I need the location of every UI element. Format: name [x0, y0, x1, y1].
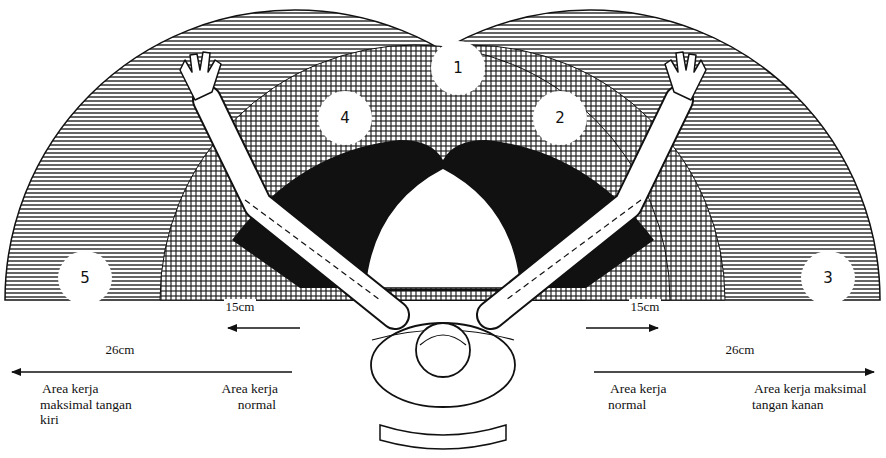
callout-circle: 2 [533, 91, 587, 145]
area-label-box: Area kerja maksimal tangan kanan [752, 381, 872, 412]
callout-circle: 3 [801, 251, 855, 305]
dimension-label: 15cm [224, 299, 257, 314]
callout-number: 1 [453, 59, 463, 77]
area-label: Area kerja normal [608, 381, 667, 412]
dimension-label: 26cm [104, 342, 137, 357]
callout-circle: 1 [431, 41, 485, 95]
dimension-label-box: 15cm [205, 300, 275, 315]
area-label: Area kerja maksimal tangan kanan [752, 381, 866, 412]
callout-number: 3 [823, 269, 833, 287]
area-label-box: Area kerja normal [608, 381, 698, 412]
callout-circle: 5 [58, 251, 112, 305]
callout-circle: 4 [318, 91, 372, 145]
callout-number: 4 [340, 109, 350, 127]
dimension-label: 15cm [629, 299, 662, 314]
callout-number: 5 [80, 269, 90, 287]
dimension-label-box: 15cm [610, 300, 680, 315]
dimension-label-box: 26cm [705, 343, 775, 358]
area-label: Area kerja normal [219, 381, 278, 412]
callout-number: 2 [555, 109, 565, 127]
area-label-box: Area kerja maksimal tangan kiri [40, 381, 150, 428]
area-label-box: Area kerja normal [188, 381, 278, 412]
area-label: Area kerja maksimal tangan kiri [40, 381, 132, 427]
dimension-label-box: 26cm [85, 343, 155, 358]
dimension-label: 26cm [724, 342, 757, 357]
